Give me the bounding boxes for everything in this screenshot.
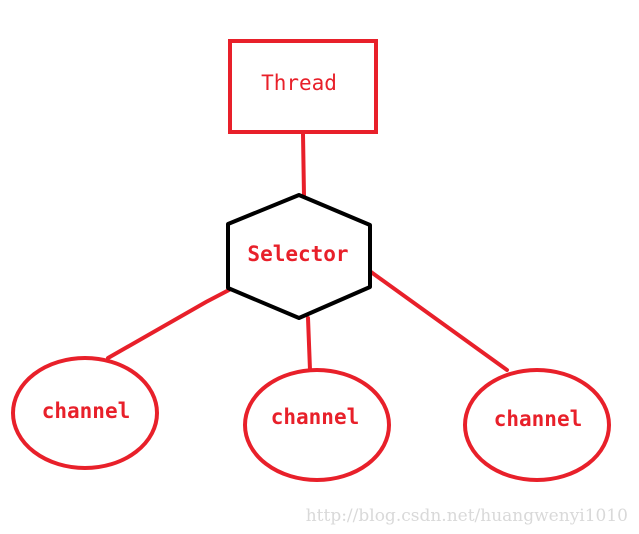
channel-node-right: channel <box>463 368 611 482</box>
edge-selector-channel-middle <box>306 316 312 372</box>
channel-label-left: channel <box>42 399 131 423</box>
channel-ellipse-middle <box>243 368 391 482</box>
channel-ellipse-left <box>11 356 159 470</box>
watermark-text: http://blog.csdn.net/huangwenyi1010 <box>306 506 628 526</box>
channel-label-middle: channel <box>271 405 360 429</box>
edge-selector-channel-left <box>106 288 231 360</box>
channel-node-middle: channel <box>243 368 391 482</box>
thread-box <box>228 39 378 134</box>
connectors <box>106 132 509 372</box>
thread-label: Thread <box>261 71 337 95</box>
edge-selector-channel-right <box>369 270 509 372</box>
edge-thread-selector <box>301 132 306 198</box>
channel-label-right: channel <box>494 407 583 431</box>
selector-node: Selector <box>226 193 372 320</box>
selector-hexagon <box>226 193 372 320</box>
channel-ellipse-right <box>463 368 611 482</box>
thread-node: Thread <box>228 39 378 134</box>
channel-node-left: channel <box>11 356 159 470</box>
selector-label: Selector <box>247 242 348 266</box>
